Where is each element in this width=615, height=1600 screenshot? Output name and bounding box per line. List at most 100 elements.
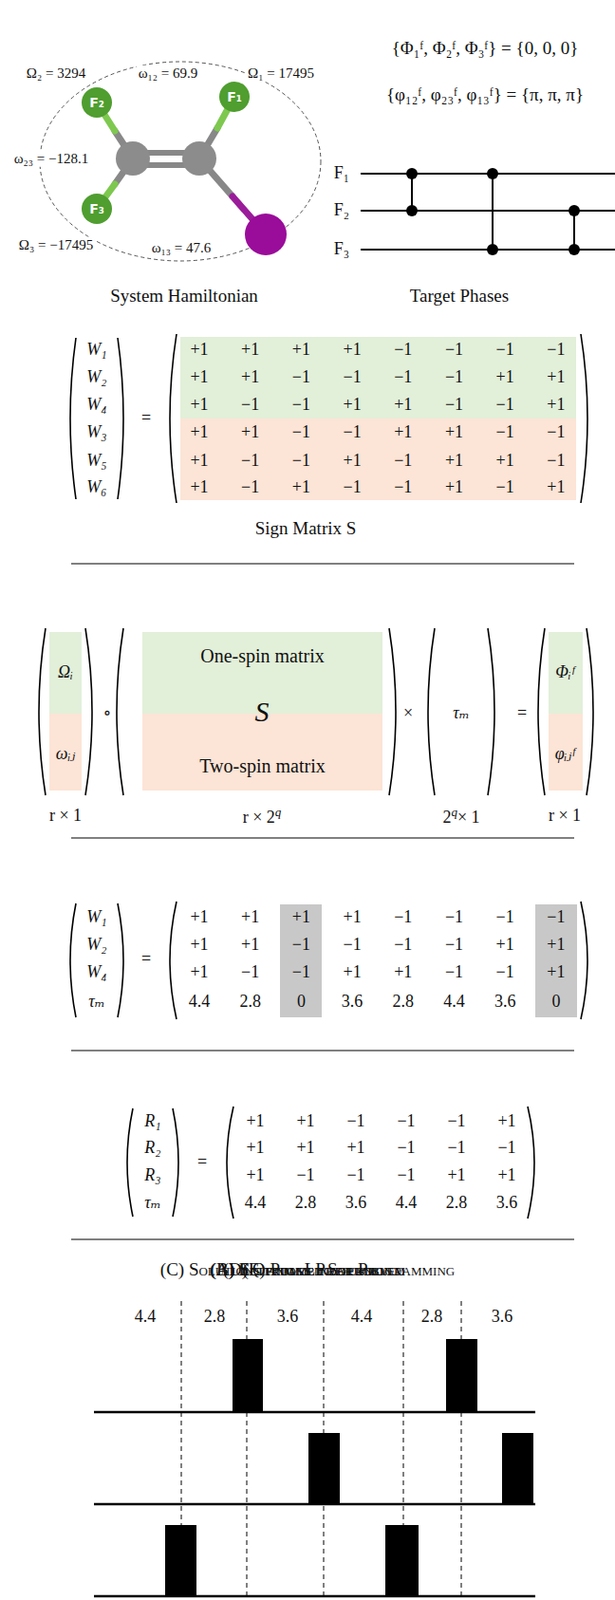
label: −1 <box>496 963 515 983</box>
dividers <box>71 563 575 1240</box>
label: −1 <box>546 451 565 471</box>
label: +1 <box>546 478 565 498</box>
label: 2.8 <box>295 1193 317 1213</box>
atom-label: F₃ <box>89 201 105 217</box>
label: r × 1 <box>49 806 82 826</box>
label: −1 <box>445 963 464 983</box>
label: W₁ <box>86 908 107 928</box>
label: 4.4 <box>244 1193 267 1213</box>
label: 4.4 <box>395 1193 418 1213</box>
label: 3.6 <box>341 992 364 1012</box>
label: +1 <box>496 451 515 471</box>
label: 4.4 <box>134 1307 157 1327</box>
label: 4.4 <box>443 992 466 1012</box>
label: +1 <box>241 908 260 928</box>
label: System Hamiltonian <box>110 286 259 307</box>
label: F₁ <box>334 164 350 184</box>
label: +1 <box>445 478 464 498</box>
label: Ω₂ = 3294 <box>24 65 88 82</box>
label: 3.6 <box>496 1193 519 1213</box>
label: −1 <box>445 935 464 955</box>
label: +1 <box>189 908 208 928</box>
label: 4.4 <box>351 1307 373 1327</box>
label: −1 <box>346 1112 365 1132</box>
label: −1 <box>241 963 260 983</box>
label: +1 <box>343 340 362 360</box>
label: W₄ <box>86 963 107 983</box>
label: = <box>197 1153 207 1173</box>
label: W₅ <box>86 451 107 471</box>
label: R₁ <box>144 1112 161 1132</box>
label: +1 <box>189 451 208 471</box>
label: −1 <box>292 451 311 471</box>
label: −1 <box>445 368 464 388</box>
label: −1 <box>343 368 362 388</box>
label: 2.8 <box>392 992 415 1012</box>
label: 3.6 <box>494 992 517 1012</box>
label: Ωᵢ <box>57 663 74 683</box>
label: −1 <box>393 908 412 928</box>
label: Ω₃ = −17495 <box>17 237 95 254</box>
label: F₂ <box>334 201 350 221</box>
label: Target Phases <box>410 286 509 307</box>
atom-label: F₂ <box>89 94 105 111</box>
label: −1 <box>546 340 565 360</box>
label: 0 <box>551 992 560 1012</box>
two-spin-band <box>49 713 82 791</box>
label: 0 <box>297 992 306 1012</box>
cz-dots <box>406 167 580 256</box>
dimension-text: 2 <box>442 807 451 827</box>
label: +1 <box>497 1166 516 1186</box>
label: ω₂₃ = −128.1 <box>12 150 92 168</box>
fluorine-atom: F₁ <box>219 81 250 112</box>
one-spin-band <box>548 632 583 714</box>
label: τₘ <box>88 992 105 1012</box>
time-markers <box>181 1301 462 1600</box>
label: 2.8 <box>204 1307 226 1327</box>
circuit <box>360 173 615 250</box>
dimension-label: r × 2q <box>242 805 282 828</box>
label: W₁ <box>86 340 107 360</box>
label: W₃ <box>86 423 107 443</box>
label: +1 <box>496 935 515 955</box>
label: = <box>517 704 527 724</box>
label: +1 <box>343 908 362 928</box>
label: −1 <box>396 1138 415 1158</box>
dimension-text: × 1 <box>457 807 481 827</box>
label: τₘ <box>452 704 469 724</box>
dimension-label: 2q× 1 <box>442 805 480 828</box>
label: +1 <box>346 1138 365 1158</box>
molecule <box>96 96 287 256</box>
fluorine-atom: F₂ <box>81 87 112 118</box>
label: −1 <box>496 340 515 360</box>
one-spin-band <box>180 336 577 419</box>
dimension-text: r × 2 <box>242 807 276 827</box>
label: ω₁₂ = 69.9 <box>136 65 201 82</box>
label: W₂ <box>86 368 107 388</box>
label: −1 <box>445 340 464 360</box>
label: +1 <box>241 423 260 443</box>
label: −1 <box>445 395 464 415</box>
label: W₆ <box>86 478 107 498</box>
one-spin-band <box>49 632 82 714</box>
label: W₄ <box>86 395 107 415</box>
label: +1 <box>189 478 208 498</box>
label: +1 <box>393 395 412 415</box>
label: +1 <box>189 395 208 415</box>
band-label: One-spin matrix <box>200 645 325 668</box>
label: −1 <box>292 423 311 443</box>
label: +1 <box>189 935 208 955</box>
section-heading: (E) Pulse Pattern <box>242 1260 373 1281</box>
label: +1 <box>245 1112 264 1132</box>
label: +1 <box>393 963 412 983</box>
label: +1 <box>447 1166 466 1186</box>
label: +1 <box>189 340 208 360</box>
label: F₃ <box>334 240 350 260</box>
exponent: q <box>450 804 458 820</box>
pulse-lines <box>93 1412 536 1597</box>
label: −1 <box>241 478 260 498</box>
fluorine-atom: F₃ <box>81 193 112 224</box>
label: −1 <box>496 478 515 498</box>
label: −1 <box>496 395 515 415</box>
label: 2.8 <box>421 1307 444 1327</box>
